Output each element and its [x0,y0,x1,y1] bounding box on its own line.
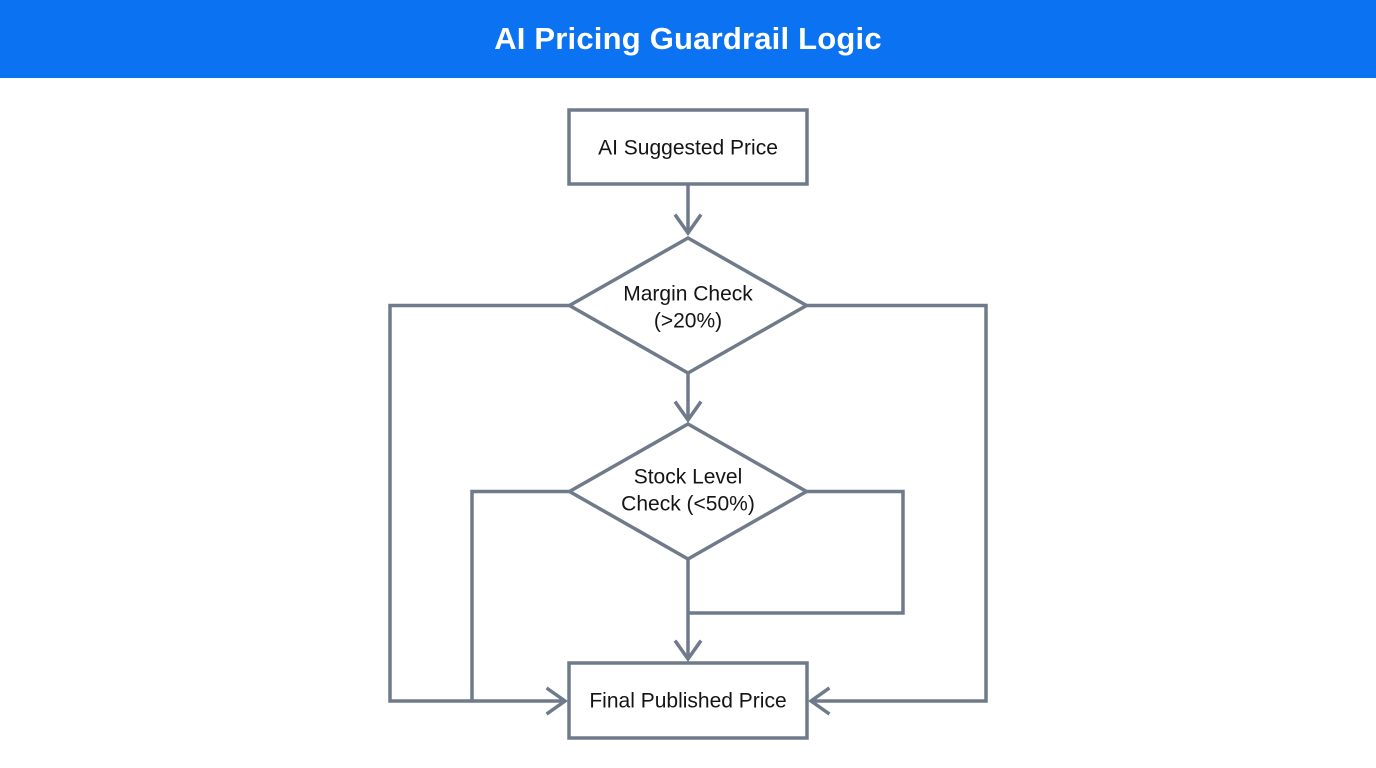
rect-shape [567,661,809,740]
diamond-shape [565,235,811,376]
node-label: Final Published Price [589,690,786,713]
node-label-line1: Stock Level [634,466,743,489]
node-label-line2: (>20%) [654,310,722,333]
edge-stock-inner-right-loop [688,489,905,615]
node-label-line2: Check (<50%) [621,493,755,516]
rect-shape [567,108,809,186]
node-label-line1: Margin Check [623,283,753,306]
edge-stock-inner-left-bypass [470,489,570,701]
title-bar: AI Pricing Guardrail Logic [0,0,1376,78]
diamond-shape [565,421,811,562]
node-final-published-price: Final Published Price [567,661,809,740]
node-stock-level-check: Stock Level Check (<50%) [565,421,811,562]
edge-margin-outer-left-bypass [388,303,570,716]
node-ai-suggested-price: AI Suggested Price [567,108,809,186]
page-title: AI Pricing Guardrail Logic [494,21,882,56]
node-label: AI Suggested Price [598,137,778,160]
node-margin-check: Margin Check (>20%) [565,235,811,376]
edge-margin-outer-right-bypass [806,303,988,716]
